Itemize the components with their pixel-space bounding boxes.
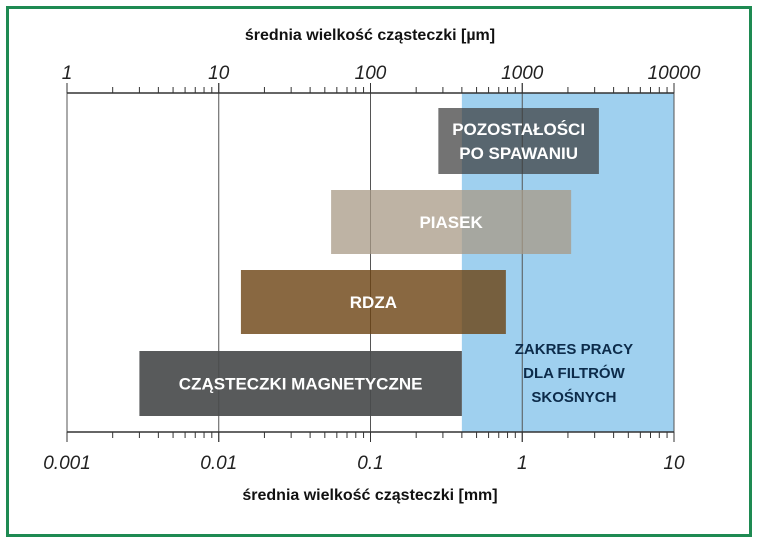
bar-label: CZĄSTECZKI MAGNETYCZNE (179, 375, 423, 394)
working-range-label: SKOŚNYCH (531, 388, 616, 406)
top-tick-label: 10 (208, 63, 230, 84)
range-bar (240, 270, 506, 334)
range-bar (139, 351, 462, 416)
top-tick-label: 1000 (501, 63, 544, 84)
top-axis-title: średnia wielkość cząsteczki [µm] (245, 27, 495, 44)
bar-label: POZOSTAŁOŚCI (452, 120, 585, 139)
range-bar (331, 190, 572, 254)
bar-label: PO SPAWANIU (459, 144, 578, 163)
top-tick-label: 10000 (648, 63, 701, 84)
bar-label: RDZA (350, 293, 397, 312)
bar-label: PIASEK (419, 213, 483, 232)
working-range-label: DLA FILTRÓW (523, 364, 625, 382)
bottom-tick-label: 10 (663, 453, 685, 474)
bottom-tick-label: 0.01 (200, 453, 237, 474)
top-tick-label: 1 (62, 63, 73, 84)
bottom-tick-label: 0.1 (357, 453, 383, 474)
top-tick-label: 100 (355, 63, 387, 84)
bottom-tick-label: 1 (517, 453, 528, 474)
bottom-axis-title: średnia wielkość cząsteczki [mm] (242, 487, 497, 504)
range-bar (438, 108, 599, 174)
working-range-label: ZAKRES PRACY (515, 341, 633, 358)
bottom-tick-label: 0.001 (43, 453, 91, 474)
